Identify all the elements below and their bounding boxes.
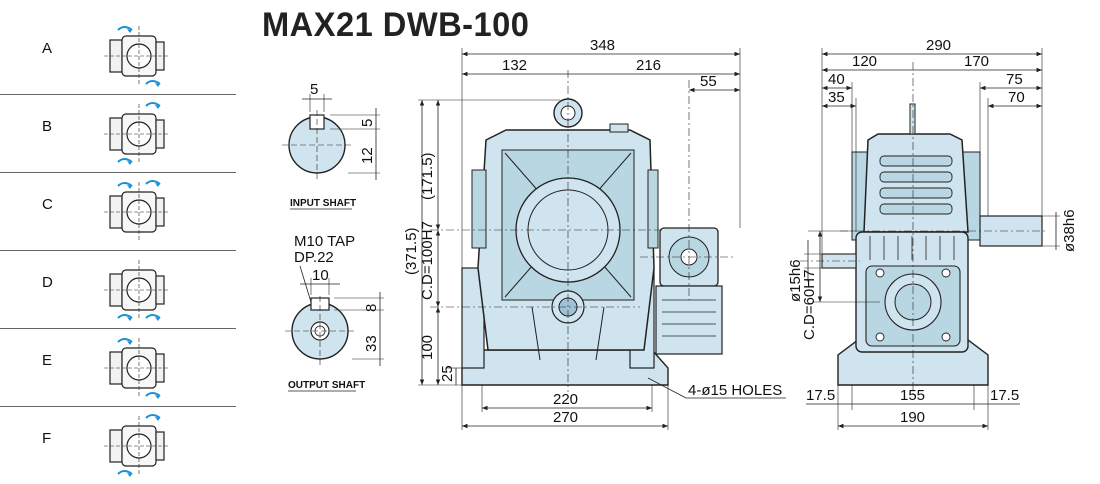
mounting-option-c[interactable]: C bbox=[0, 172, 236, 251]
gearbox-mounting-icon bbox=[103, 337, 171, 399]
input-shaft-label: INPUT SHAFT bbox=[290, 198, 356, 209]
front-holes-label: 4-ø15 HOLES bbox=[688, 382, 782, 399]
front-motor-offset-label: 55 bbox=[700, 73, 717, 90]
side-left-width-label: 120 bbox=[852, 53, 877, 70]
mounting-letter: F bbox=[42, 430, 52, 447]
front-left-width-label: 132 bbox=[502, 57, 527, 74]
rotation-arrow-icon bbox=[117, 26, 161, 87]
mounting-letter: E bbox=[42, 352, 53, 369]
output-shaft-label: OUTPUT SHAFT bbox=[288, 380, 365, 391]
mounting-letter: A bbox=[42, 40, 53, 57]
side-right-b-label: 70 bbox=[1008, 89, 1025, 106]
mounting-option-e[interactable]: E bbox=[0, 328, 236, 407]
mounting-letter: C bbox=[42, 196, 53, 213]
input-shaft-section: 5 5 12 INPUT SHAFT bbox=[282, 81, 380, 210]
rotation-arrow-icon bbox=[117, 180, 161, 189]
side-left-a-label: 40 bbox=[828, 71, 845, 88]
front-center-height-label: 100 bbox=[419, 335, 436, 360]
front-base-outer-label: 270 bbox=[553, 409, 578, 426]
gearbox-mounting-icon bbox=[103, 180, 171, 243]
front-view: 348 132 216 55 (371.5) (171.5) C.D=100H7… bbox=[403, 37, 786, 430]
mounting-option-d[interactable]: D bbox=[0, 250, 236, 329]
front-overall-width-label: 348 bbox=[590, 37, 615, 54]
input-center-height-label: 12 bbox=[359, 147, 376, 164]
mounting-letter: D bbox=[42, 274, 53, 291]
rotation-arrow-icon bbox=[117, 314, 161, 321]
front-upper-height-label: (171.5) bbox=[419, 152, 436, 200]
input-key-depth-label: 5 bbox=[359, 119, 376, 127]
side-left-b-label: 35 bbox=[828, 89, 845, 106]
gearbox-mounting-icon bbox=[103, 25, 171, 87]
front-center-distance-label: C.D=100H7 bbox=[419, 221, 436, 300]
side-base-left-label: 17.5 bbox=[806, 387, 835, 404]
rotation-arrow-icon bbox=[117, 102, 161, 165]
output-key-depth-label: 8 bbox=[363, 304, 380, 312]
side-right-width-label: 170 bbox=[964, 53, 989, 70]
side-view: 290 120 170 40 35 75 70 ø38h6 ø15h6 bbox=[787, 37, 1078, 430]
output-key-width-label: 10 bbox=[312, 267, 329, 284]
front-right-width-label: 216 bbox=[636, 57, 661, 74]
output-tap-label: M10 TAP bbox=[294, 233, 355, 250]
side-base-total-label: 190 bbox=[900, 409, 925, 426]
rotation-arrow-icon bbox=[117, 338, 161, 399]
gearbox-mounting-icon bbox=[103, 414, 171, 477]
mounting-positions-list: A B C bbox=[0, 0, 236, 480]
output-center-height-label: 33 bbox=[363, 335, 380, 352]
front-base-inner-label: 220 bbox=[553, 391, 578, 408]
front-total-height-label: (371.5) bbox=[403, 227, 420, 275]
input-key-width-label: 5 bbox=[310, 81, 318, 98]
side-center-distance-label: C.D=60H7 bbox=[801, 270, 818, 340]
output-shaft-section: M10 TAP DP.22 10 8 33 OUTPUT SHAFT bbox=[285, 233, 384, 392]
side-output-diameter-label: ø38h6 bbox=[1061, 209, 1078, 252]
mounting-option-f[interactable]: F bbox=[0, 406, 236, 484]
side-overall-width-label: 290 bbox=[926, 37, 951, 54]
gearbox-mounting-icon bbox=[103, 102, 171, 165]
mounting-letter: B bbox=[42, 118, 53, 135]
output-depth-label: DP.22 bbox=[294, 249, 334, 266]
side-right-a-label: 75 bbox=[1006, 71, 1023, 88]
mounting-option-a[interactable]: A bbox=[0, 16, 236, 95]
gearbox-mounting-icon bbox=[103, 259, 171, 321]
front-base-thickness-label: 25 bbox=[439, 365, 456, 382]
side-input-diameter-label: ø15h6 bbox=[787, 259, 804, 302]
side-base-mid-label: 155 bbox=[900, 387, 925, 404]
side-base-right-label: 17.5 bbox=[990, 387, 1019, 404]
rotation-arrow-icon bbox=[117, 414, 161, 477]
model-title: MAX21 DWB-100 bbox=[262, 6, 530, 44]
mounting-option-b[interactable]: B bbox=[0, 94, 236, 173]
